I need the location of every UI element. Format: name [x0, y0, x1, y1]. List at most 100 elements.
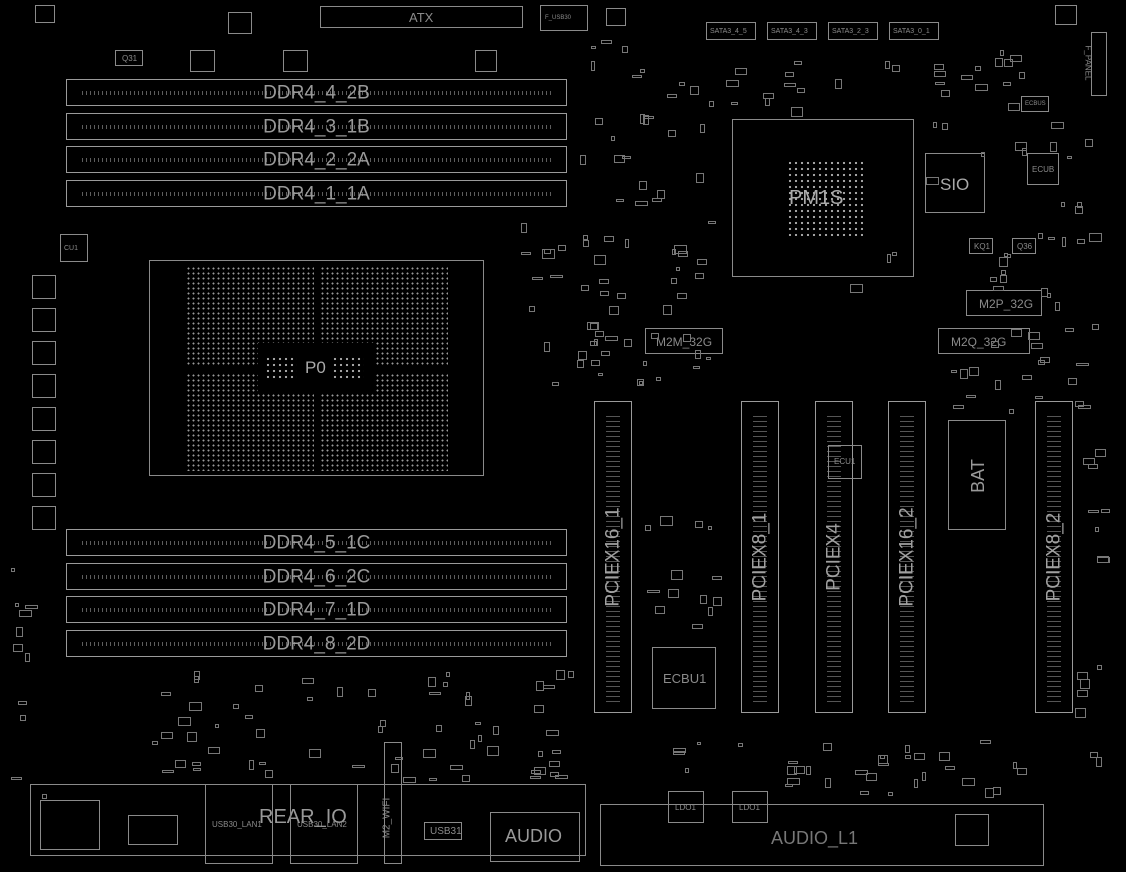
m2p-slot: M2P_32G: [966, 290, 1042, 316]
small-component: [550, 772, 559, 777]
vrm-stage-6: [32, 440, 56, 464]
front-panel-header: F_PANEL: [1083, 32, 1107, 96]
small-component: [696, 173, 704, 183]
small-component: [1013, 762, 1017, 769]
small-component: [1085, 139, 1093, 147]
small-component: [787, 778, 800, 785]
dimm-2-label: DDR4_2_2A: [263, 149, 370, 170]
small-component: [640, 69, 645, 73]
small-component: [194, 671, 200, 680]
front-panel-label: F_PANEL: [1083, 45, 1093, 81]
dimm-slot-3-1b: DDR4_3_1B: [66, 113, 567, 140]
small-component: [187, 732, 197, 742]
small-component: [679, 82, 685, 86]
small-component: [788, 761, 798, 764]
small-component: [429, 778, 437, 781]
small-component: [643, 361, 647, 366]
small-component: [604, 236, 614, 242]
small-component: [1097, 665, 1102, 670]
small-component: [378, 726, 383, 733]
small-component: [697, 259, 707, 265]
small-component: [1001, 270, 1006, 275]
small-component: [577, 360, 584, 368]
vrm-stage-1: [32, 275, 56, 299]
small-component: [695, 350, 701, 359]
sata-1-label: SATA3_4_3: [771, 28, 808, 35]
small-component: [193, 768, 201, 771]
usb31-port: USB31: [424, 822, 462, 840]
small-component: [960, 369, 968, 379]
small-component: [855, 770, 868, 775]
small-component: [11, 777, 22, 780]
small-component: [436, 725, 442, 732]
battery: BAT: [948, 420, 1006, 530]
small-component: [233, 704, 239, 709]
small-component: [493, 726, 499, 735]
m2q-slot: M2Q_32G: [938, 328, 1030, 354]
small-component: [961, 75, 973, 80]
small-component: [975, 66, 981, 71]
small-component: [521, 223, 527, 233]
small-component: [1065, 328, 1074, 332]
small-component: [995, 58, 1003, 67]
small-component: [1092, 324, 1099, 330]
sata-2-label: SATA3_2_3: [832, 28, 869, 35]
small-component: [616, 199, 624, 202]
small-component: [215, 724, 219, 728]
q31-part: Q31: [115, 50, 143, 66]
small-component: [726, 80, 739, 87]
small-component: [1015, 142, 1027, 151]
small-component: [1075, 206, 1083, 214]
usb31-label: USB31: [430, 826, 462, 837]
small-component: [639, 181, 647, 190]
small-component: [1077, 202, 1082, 208]
small-component: [617, 293, 626, 299]
pcie-x8-1: PCIEX8_1: [741, 401, 779, 713]
dimm-1-label: DDR4_1_1A: [263, 183, 370, 204]
small-component: [423, 749, 436, 758]
small-component: [993, 787, 1001, 795]
small-component: [1003, 82, 1011, 86]
small-component: [624, 339, 632, 347]
small-component: [700, 595, 707, 604]
small-component: [866, 773, 877, 781]
small-component: [708, 607, 713, 616]
small-component: [1035, 396, 1043, 399]
small-component: [639, 381, 643, 385]
small-component: [11, 568, 15, 572]
small-component: [13, 644, 23, 652]
small-component: [20, 715, 26, 721]
small-component: [823, 743, 832, 751]
small-component: [558, 245, 566, 251]
small-component: [1095, 449, 1106, 457]
small-component: [708, 526, 712, 530]
vrm-chip-left: CU1: [60, 234, 88, 262]
small-component: [1022, 148, 1027, 156]
small-component: [637, 379, 644, 386]
small-component: [935, 82, 945, 85]
small-component: [18, 701, 27, 705]
small-component: [1051, 122, 1064, 129]
small-component: [1011, 329, 1022, 337]
ldo1-b: LDO1: [732, 791, 768, 823]
small-component: [835, 79, 842, 89]
small-component: [953, 405, 964, 409]
dimm-slot-4-2b: DDR4_4_2B: [66, 79, 567, 106]
sata-3-label: SATA3_0_1: [893, 28, 930, 35]
small-component: [583, 235, 588, 240]
small-component: [945, 766, 955, 770]
small-component: [887, 254, 891, 263]
small-component: [192, 762, 201, 766]
small-component: [787, 766, 797, 775]
small-component: [939, 752, 950, 761]
small-component: [942, 123, 948, 130]
vrm-stage-3: [32, 341, 56, 365]
small-component: [990, 277, 997, 282]
cpu-label: P0: [305, 358, 326, 377]
small-component: [556, 670, 565, 680]
vrm-stage-4: [32, 374, 56, 398]
small-component: [999, 257, 1008, 267]
small-component: [685, 768, 689, 773]
small-component: [914, 779, 918, 788]
small-component: [543, 685, 555, 689]
